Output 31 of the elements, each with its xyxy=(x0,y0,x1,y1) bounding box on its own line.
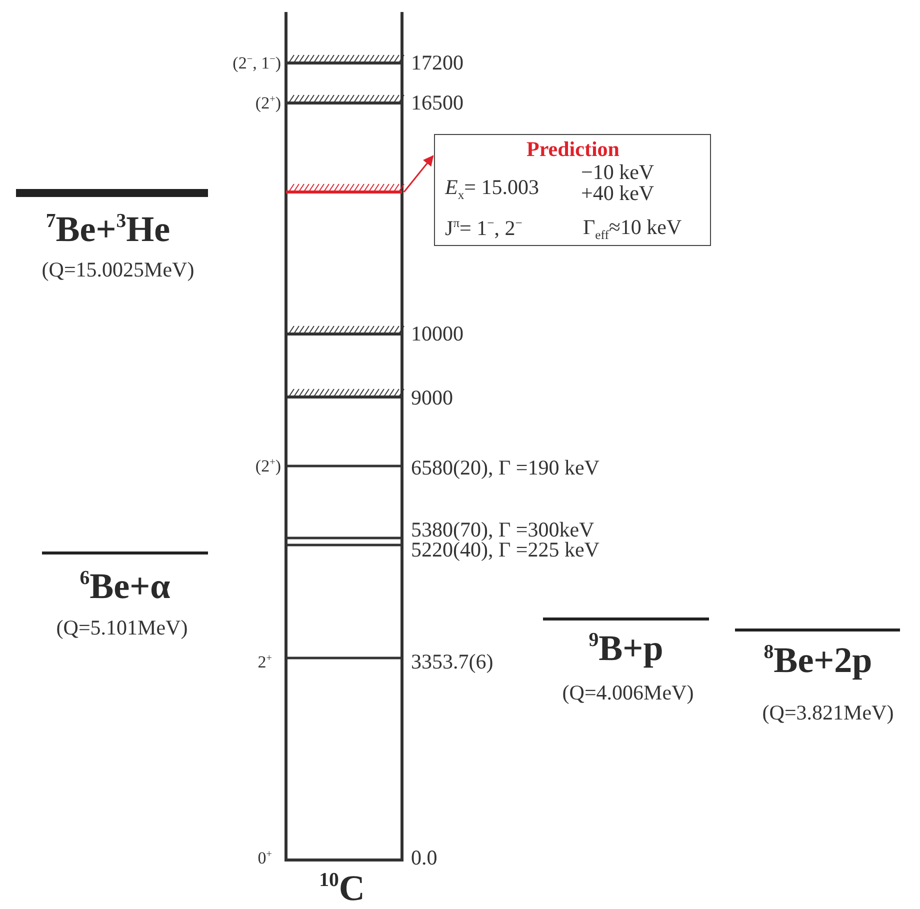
spin-parity-label: 2$^{+}$ xyxy=(258,654,272,670)
energy-label: 0.0 xyxy=(411,848,438,868)
spin-parity-label: (2$^{+}$) xyxy=(255,458,281,474)
energy-label: 3353.7(6) xyxy=(411,652,494,672)
spin-parity-label: 0$^{+}$ xyxy=(258,850,272,866)
box-text: +40 keV xyxy=(581,183,654,204)
energy-label: 5380(70), Γ =300keV xyxy=(411,520,594,540)
channel-label: $^{9}$B+p xyxy=(588,630,664,666)
q-value-label: (Q=5.101MeV) xyxy=(56,618,188,638)
channel-label: $^{8}$Be+2p xyxy=(764,642,872,678)
q-value-label: (Q=3.821MeV) xyxy=(762,702,894,724)
spin-parity-label: (2$^{−}$, 1$^{−}$) xyxy=(232,54,281,72)
energy-label: 17200 xyxy=(411,52,464,74)
energy-label: 5220(40), Γ =225 keV xyxy=(411,540,600,560)
spin-parity-label: (2$^{+}$) xyxy=(255,94,281,112)
box-text: J$^{π}$= 1$^{−}$, 2$^{−}$ xyxy=(445,217,522,239)
energy-label: 9000 xyxy=(411,388,453,408)
channel-label: $^{7}$Be+$^{3}$He xyxy=(46,211,170,247)
box-title: Prediction xyxy=(526,139,620,160)
q-value-label: (Q=4.006MeV) xyxy=(562,682,694,704)
box-text: −10 keV xyxy=(581,162,654,183)
energy-label: 10000 xyxy=(411,324,464,344)
box-text: Γ$_{eff}$≈10 keV xyxy=(583,217,682,242)
q-value-label: (Q=15.0025MeV) xyxy=(42,260,194,280)
energy-label: 6580(20), Γ =190 keV xyxy=(411,458,600,478)
box-text: E$_{x}$= 15.003 xyxy=(445,177,539,202)
nucleus-label: $^{10}$C xyxy=(319,870,365,906)
energy-label: 16500 xyxy=(411,92,464,114)
arrow xyxy=(403,155,434,192)
prediction-box xyxy=(434,134,711,246)
channel-label: $^{6}$Be+α xyxy=(80,568,170,604)
